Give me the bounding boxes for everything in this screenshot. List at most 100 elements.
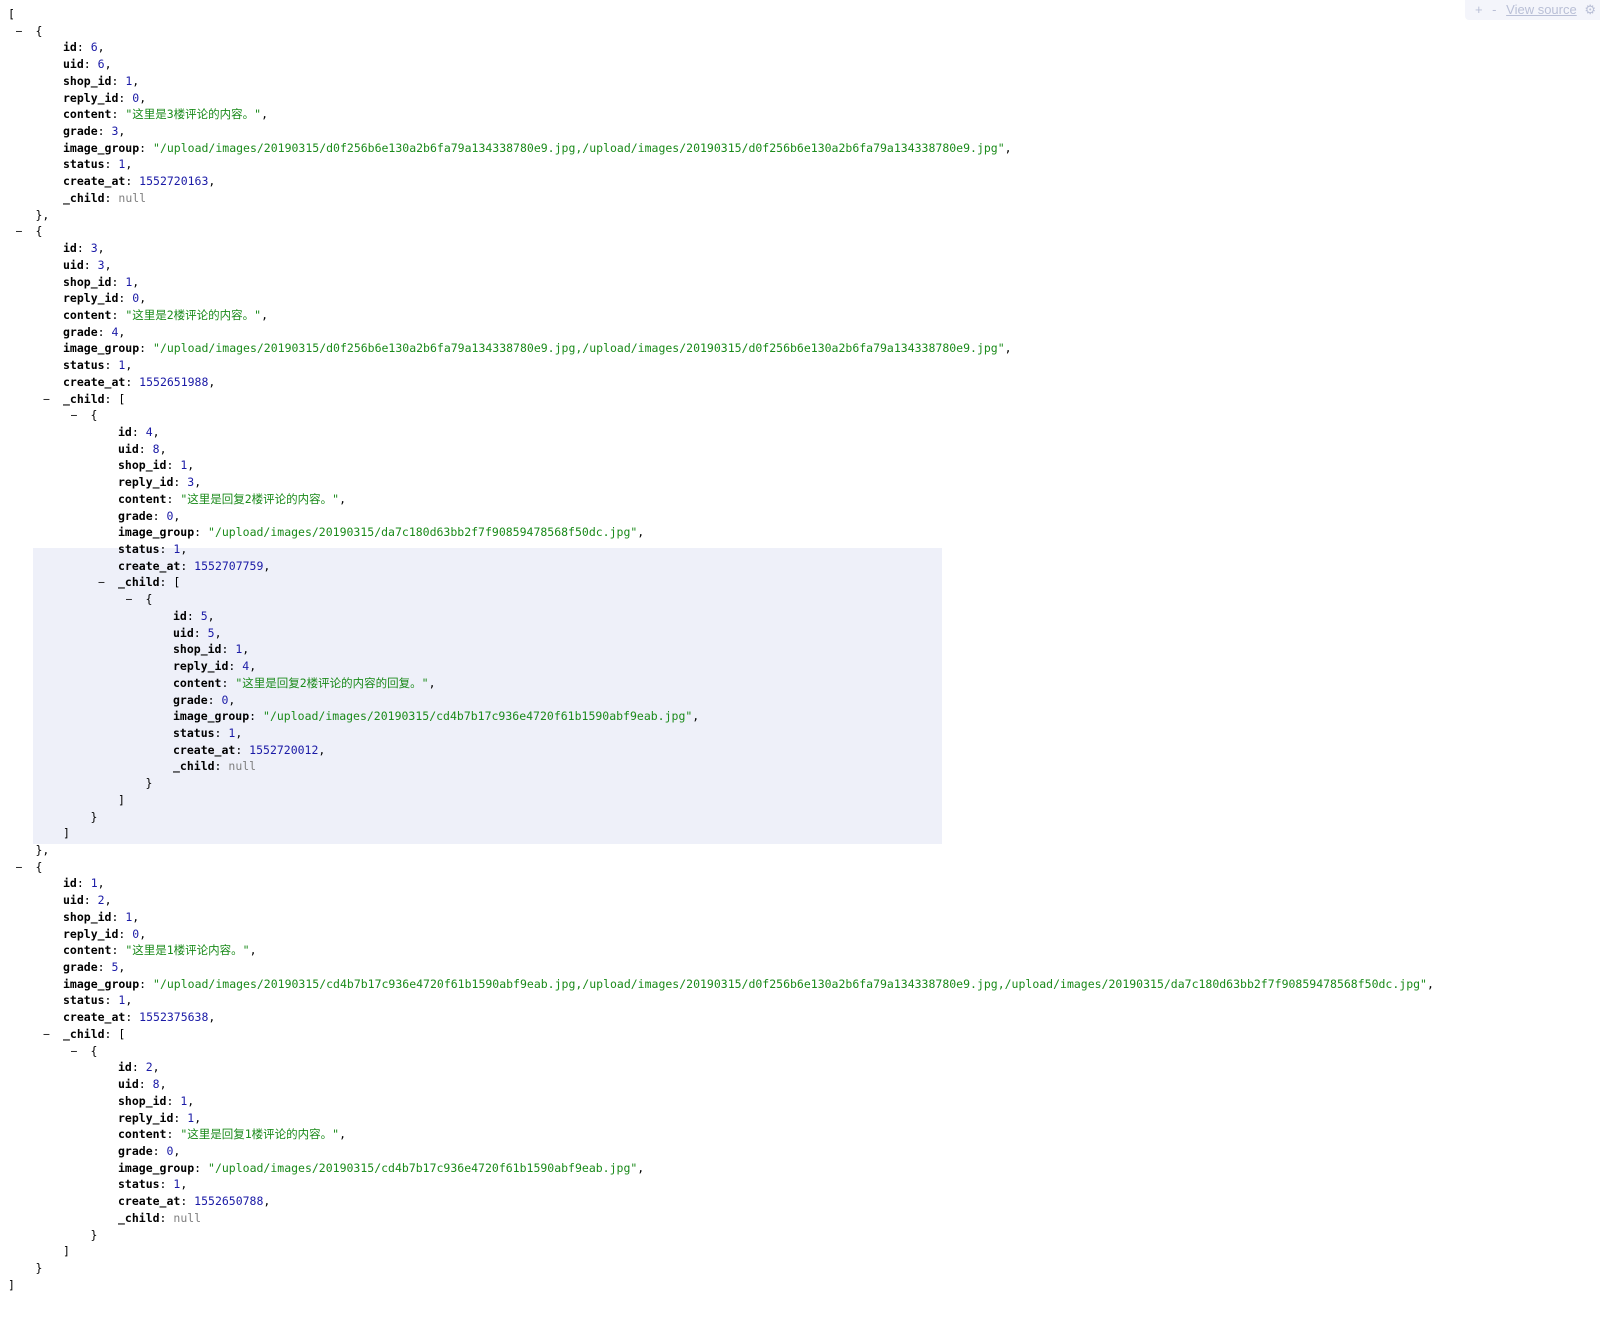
json-key: reply_id [63,926,119,941]
json-property: create_at: 1552720163, [63,173,215,190]
collapse-toggle[interactable]: − [43,391,50,406]
json-property: id: 5, [173,608,215,625]
collapse-toggle[interactable]: − [43,1026,50,1041]
comma: , [180,1177,188,1192]
json-property: status: 1, [63,357,132,374]
comma: , [249,659,257,674]
comma: , [1004,341,1012,356]
json-key: reply_id [63,90,119,105]
collapse-toggle[interactable]: − [15,224,23,239]
comma: , [152,425,160,439]
array-open-line: −_child: [ [98,574,181,591]
comma: , [242,642,250,657]
comma: , [97,241,105,256]
colon: : [131,425,146,439]
json-key: grade [118,508,153,523]
colon: : [194,525,209,540]
close-bracket: ] [63,826,70,841]
json-property: id: 2, [118,1059,160,1076]
collapse-toggle[interactable]: − [98,575,105,590]
string-value: "/upload/images/20190315/d0f256b6e130a2b… [153,341,1005,356]
json-property: status: 1, [63,992,132,1009]
collapse-toggle[interactable]: − [15,23,23,38]
number-value: 1 [118,993,126,1008]
hover-highlight [33,548,942,844]
json-property: status: 1, [173,725,242,742]
json-property: create_at: 1552720012, [173,742,325,759]
json-key: create_at [173,742,236,757]
colon: : [166,458,181,473]
number-value: 1552650788 [194,1194,264,1209]
comma: , [173,1143,181,1158]
colon: : [166,1127,181,1142]
open-bracket: { [145,592,153,607]
number-value: 1552651988 [139,374,209,389]
colon: : [104,1026,119,1041]
comma: , [139,291,147,306]
json-property: grade: 4, [63,324,125,341]
view-source-link[interactable]: View source [1506,2,1577,17]
json-property: uid: 8, [118,1076,167,1093]
number-value: 1 [180,1093,188,1108]
json-property: status: 1, [63,156,132,173]
collapse-toggle[interactable]: − [125,592,133,607]
json-key: id [63,40,77,55]
comma: , [159,1077,167,1092]
comma: , [187,1093,195,1108]
object-open-line: −{ [71,1043,98,1060]
gear-icon[interactable]: ⚙ [1584,2,1596,17]
number-value: 2 [145,1060,153,1075]
colon: : [159,575,174,590]
json-key: reply_id [118,1110,174,1125]
number-value: 8 [152,1077,160,1092]
colon: : [166,1093,181,1108]
number-value: 1 [235,642,243,657]
colon: : [97,960,112,975]
comma: , [139,926,147,941]
colon: : [249,709,264,724]
json-property: id: 4, [118,424,160,441]
json-property: grade: 3, [63,123,125,140]
colon: : [214,759,229,774]
number-value: 6 [90,40,98,55]
comma: , [187,458,195,473]
json-property: shop_id: 1, [118,1093,194,1110]
json-property: image_group: "/upload/images/20190315/d0… [63,340,1012,357]
open-bracket: [ [173,575,181,590]
json-key: create_at [118,558,181,573]
collapse-toggle[interactable]: − [70,408,78,423]
collapse-all-button[interactable]: - [1492,2,1497,17]
array-open-line: −_child: [ [43,391,125,408]
comma: , [263,1194,271,1209]
colon: : [180,1194,195,1209]
expand-all-button[interactable]: + [1474,2,1483,17]
close-line: } [91,1227,98,1244]
json-key: image_group [118,525,195,540]
comma: , [139,90,147,105]
collapse-toggle[interactable]: − [15,859,23,874]
colon: : [118,90,133,105]
collapse-toggle[interactable]: − [70,1043,78,1058]
json-key: grade [63,324,98,339]
root-open-line: [ [8,6,15,23]
comma: , [173,508,181,523]
number-value: 2 [97,893,105,908]
json-property: grade: 5, [63,959,125,976]
colon: : [125,174,140,189]
json-key: shop_id [63,73,112,88]
number-value: 1552720012 [249,742,319,757]
close-bracket: } [90,809,98,824]
json-key: reply_id [118,475,174,490]
colon: : [97,324,112,339]
json-property: reply_id: 0, [63,90,146,107]
string-value: "/upload/images/20190315/cd4b7b17c936e47… [208,1160,638,1175]
json-property: shop_id: 1, [173,641,249,658]
json-key: uid [118,441,139,456]
comma: , [318,742,326,757]
colon: : [125,374,140,389]
json-key: status [63,358,105,373]
json-key: id [118,1060,132,1075]
json-key: image_group [118,1160,195,1175]
number-value: 0 [221,692,229,707]
number-value: 4 [242,659,250,674]
